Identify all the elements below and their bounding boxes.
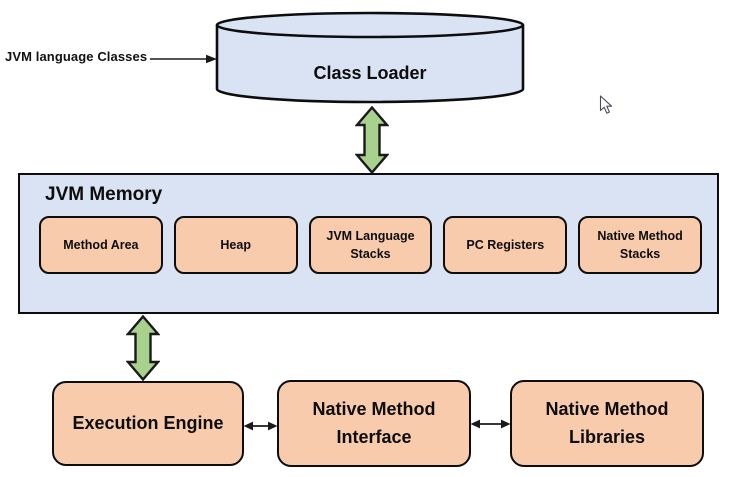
double-arrow-vertical-icon — [355, 106, 389, 174]
jvm-memory-box: JVM Memory Method Area Heap JVM Language… — [18, 173, 719, 314]
native-method-interface-box: Native Method Interface — [277, 380, 471, 467]
double-arrow-horizontal-icon — [470, 419, 511, 429]
right-arrow-icon — [150, 54, 217, 64]
double-arrow-vertical-icon — [126, 315, 160, 381]
execution-engine-box: Execution Engine — [52, 381, 244, 466]
input-classes-label: JVM language Classes — [5, 49, 148, 64]
memory-component-heap: Heap — [173, 216, 298, 274]
interface-libraries-arrow — [470, 417, 511, 431]
engine-interface-arrow — [243, 419, 278, 433]
native-method-libraries-box: Native Method Libraries — [510, 380, 704, 467]
double-arrow-horizontal-icon — [243, 421, 278, 431]
memory-component-method-area: Method Area — [39, 216, 163, 274]
classloader-memory-arrow — [355, 106, 389, 174]
input-arrow — [150, 53, 218, 65]
cursor-arrow-icon — [599, 95, 613, 114]
memory-component-native-method-stacks: Native Method Stacks — [578, 216, 702, 274]
memory-component-jvm-language-stacks: JVM Language Stacks — [308, 216, 433, 274]
memory-components-row: Method Area Heap JVM Language Stacks PC … — [39, 216, 702, 274]
memory-execution-arrow — [126, 315, 160, 381]
class-loader-cylinder — [215, 11, 525, 105]
jvm-memory-title: JVM Memory — [45, 184, 163, 205]
cylinder-shape — [215, 11, 525, 104]
mouse-cursor — [599, 95, 614, 116]
memory-component-pc-registers: PC Registers — [443, 216, 568, 274]
class-loader-label: Class Loader — [313, 63, 427, 83]
